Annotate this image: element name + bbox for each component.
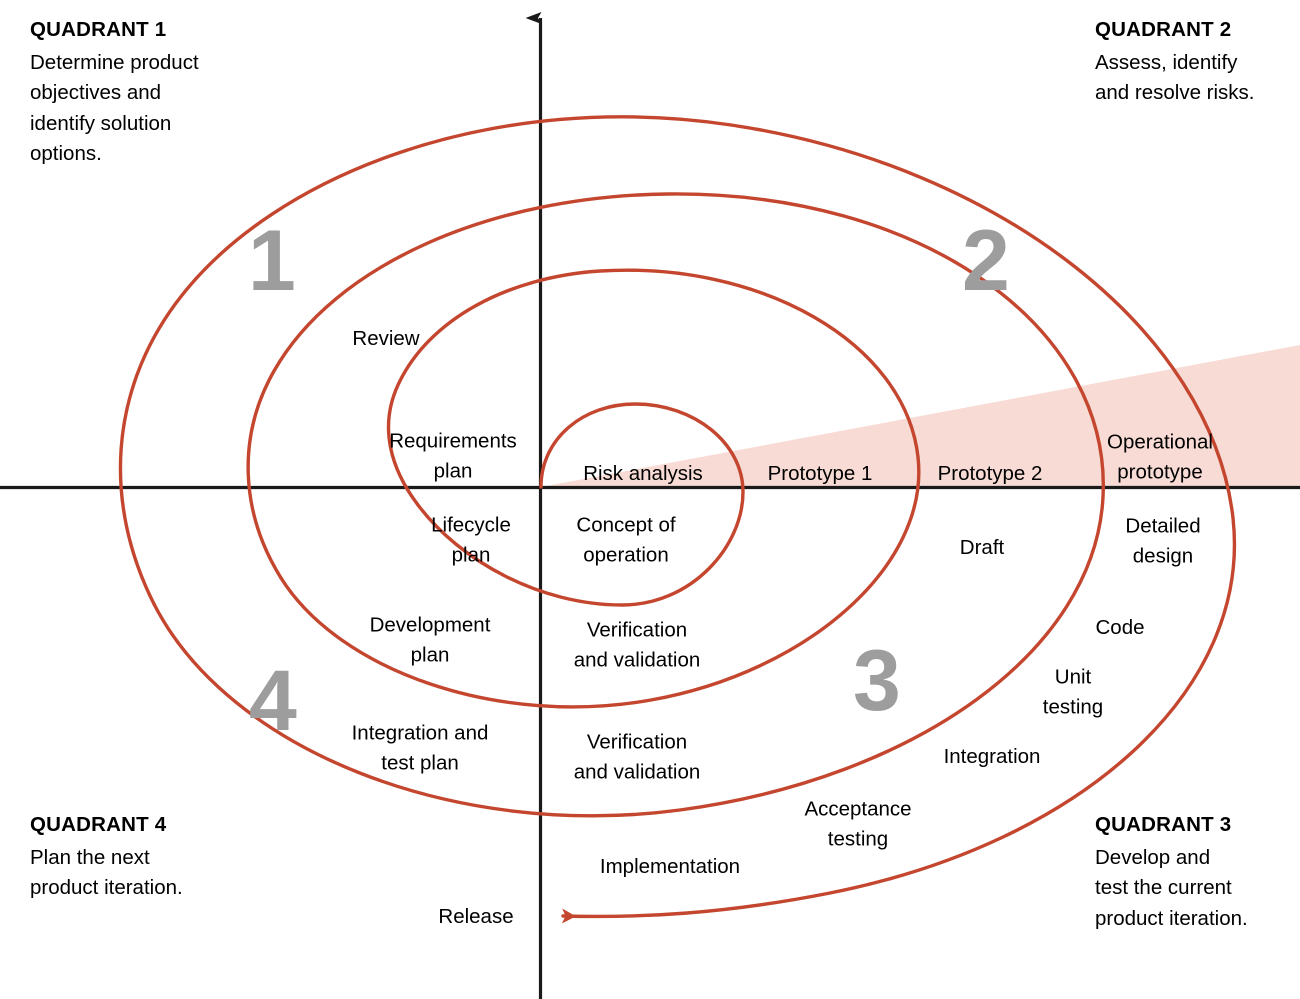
quadrant-3-label: QUADRANT 3 Develop and test the current … <box>1095 812 1300 934</box>
stage-label-prototype-1: Prototype 1 <box>767 461 873 485</box>
stage-label-risk-analysis: Risk analysis <box>583 461 703 485</box>
quadrant-number-2: 2 <box>962 213 1010 309</box>
quadrant-number-4: 4 <box>249 653 297 749</box>
stage-label-release: Release <box>438 904 514 928</box>
stage-label-integration-and-test-plan: Integration and test plan <box>351 721 489 775</box>
stage-label-review: Review <box>352 326 420 350</box>
spiral-loop-2 <box>279 268 921 709</box>
stage-label-prototype-2: Prototype 2 <box>937 461 1043 485</box>
quadrant-4-title: QUADRANT 4 <box>30 813 167 836</box>
spiral-loop-3 <box>152 192 1105 818</box>
stage-label-detailed-design: Detailed design <box>1125 514 1201 568</box>
spiral-loop-1 <box>416 402 745 607</box>
stage-label-lifecycle-plan: Lifecycle plan <box>431 513 511 567</box>
quadrant-1-title: QUADRANT 1 <box>30 18 167 41</box>
quadrant-number-3: 3 <box>853 633 901 729</box>
stage-label-acceptance-testing: Acceptance testing <box>804 797 912 851</box>
quadrant-3-title: QUADRANT 3 <box>1095 813 1232 836</box>
stage-label-implementation: Implementation <box>599 854 741 878</box>
stage-label-verification-and-validation-2: Verification and validation <box>573 730 701 784</box>
quadrant-2-label: QUADRANT 2 Assess, identify and resolve … <box>1095 17 1300 109</box>
stage-label-draft: Draft <box>959 535 1005 559</box>
quadrant-1-label: QUADRANT 1 Determine product objectives … <box>30 17 290 170</box>
stage-label-verification-and-validation-1: Verification and validation <box>573 618 701 672</box>
quadrant-4-body: Plan the next product iteration. <box>30 845 183 900</box>
stage-label-code: Code <box>1095 615 1145 639</box>
quadrant-number-1: 1 <box>248 213 296 309</box>
stage-label-unit-testing: Unit testing <box>1042 665 1104 719</box>
spiral-group <box>118 115 1237 924</box>
stage-label-requirements-plan: Requirements plan <box>389 429 517 483</box>
quadrant-2-title: QUADRANT 2 <box>1095 18 1232 41</box>
quadrant-1-body: Determine product objectives and identif… <box>30 50 199 166</box>
quadrant-4-label: QUADRANT 4 Plan the next product iterati… <box>30 812 290 904</box>
spiral-loop-4 <box>118 115 1237 924</box>
stage-label-development-plan: Development plan <box>369 613 491 667</box>
stage-label-integration: Integration <box>943 744 1041 768</box>
stage-label-operational-prototype: Operational prototype <box>1107 430 1213 484</box>
stage-label-concept-of-operation: Concept of operation <box>576 513 676 567</box>
quadrant-2-body: Assess, identify and resolve risks. <box>1095 50 1255 105</box>
quadrant-3-body: Develop and test the current product ite… <box>1095 845 1248 930</box>
